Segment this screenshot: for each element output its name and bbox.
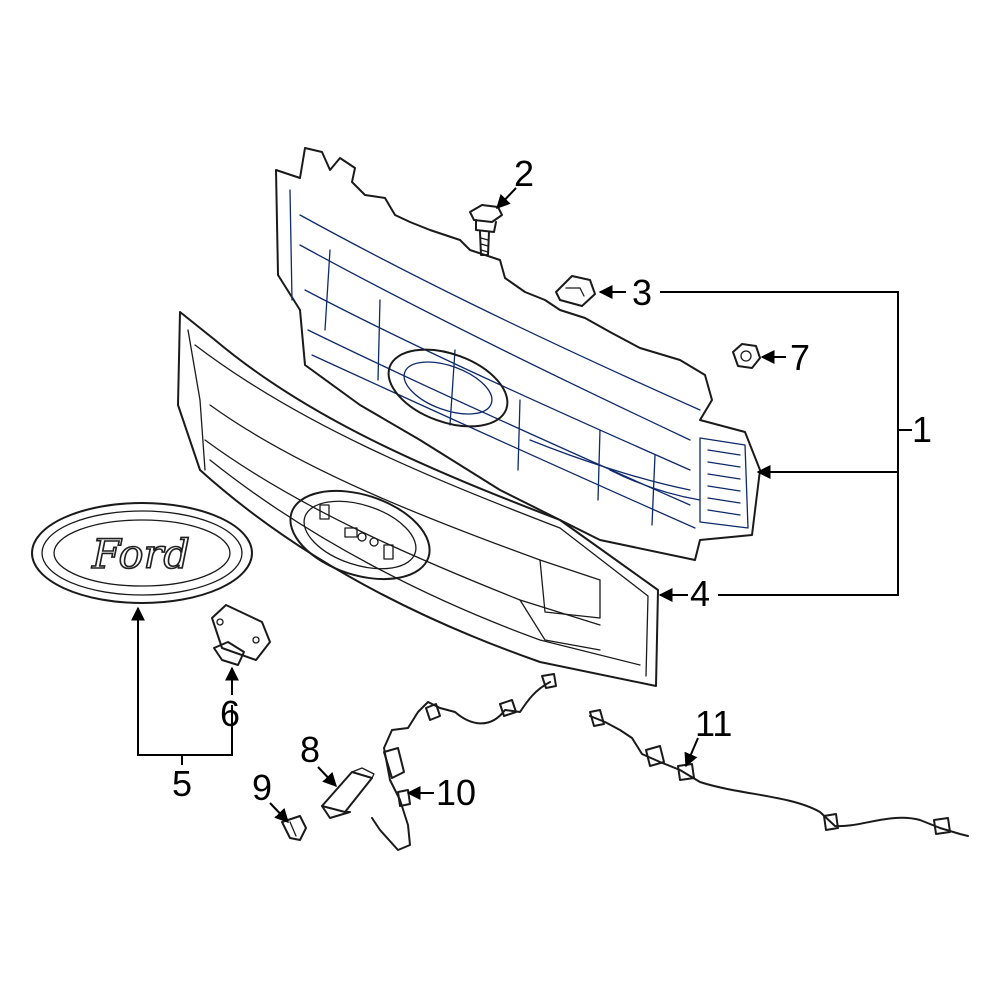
nut[interactable] [732, 343, 761, 369]
emblem-logo-text: Ford [91, 532, 190, 578]
grille-side-vent [699, 437, 749, 529]
callout-1: 1 [912, 409, 932, 450]
leader-11 [684, 737, 699, 768]
callout-8: 8 [300, 729, 320, 770]
callout-9: 9 [252, 767, 272, 808]
sensor[interactable] [321, 767, 375, 819]
leader-5 [137, 608, 233, 756]
callout-11: 11 [695, 703, 732, 744]
callout-6: 6 [220, 693, 240, 734]
wiring-harness-11[interactable] [589, 709, 969, 837]
leader-1-top [660, 291, 899, 430]
callout-10: 10 [436, 772, 476, 813]
grille-surround[interactable] [177, 311, 659, 687]
clip-nut[interactable] [555, 275, 596, 307]
callout-5: 5 [172, 763, 192, 804]
leader-9 [269, 802, 289, 824]
callout-4: 4 [690, 573, 710, 614]
callout-2: 2 [514, 153, 534, 194]
bolt[interactable] [469, 204, 503, 256]
retainer[interactable] [281, 815, 307, 841]
callouts: 1 2 3 4 5 6 7 8 9 10 11 [172, 153, 932, 813]
leader-8 [317, 766, 337, 788]
callout-3: 3 [632, 272, 652, 313]
grille-assembly[interactable] [275, 147, 761, 561]
leader-1-bottom [718, 430, 899, 596]
emblem[interactable]: Ford [31, 502, 253, 604]
surround-oval [289, 489, 431, 581]
grille-emblem-recess [387, 348, 509, 428]
leader-lines [131, 187, 912, 824]
callout-7: 7 [790, 337, 810, 378]
leader-2 [496, 187, 517, 210]
wiring-harness-10[interactable] [371, 673, 557, 851]
camera[interactable] [211, 604, 271, 666]
